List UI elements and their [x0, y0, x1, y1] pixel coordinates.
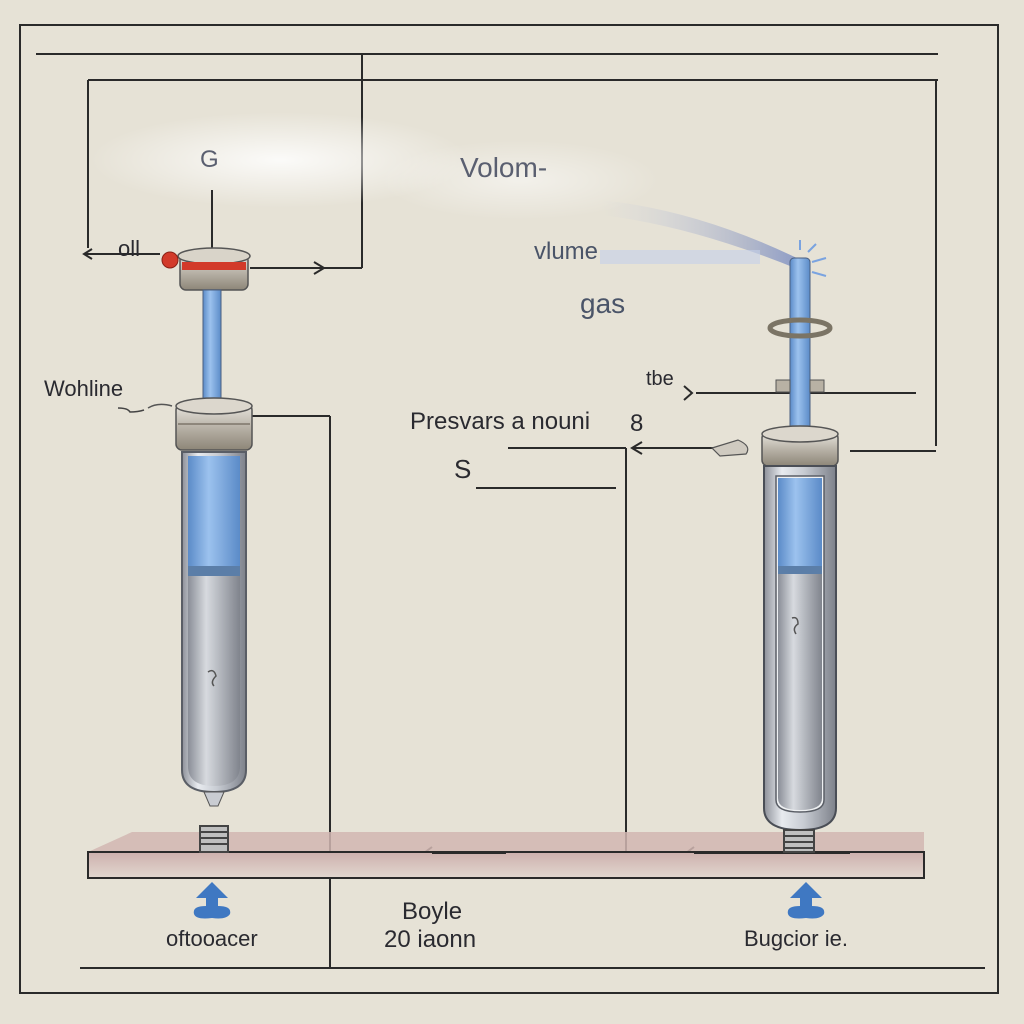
right-caption: Bugcior ie. — [744, 926, 848, 951]
left-caption: oftooacer — [166, 926, 258, 951]
label-boyle: Boyle — [402, 898, 463, 925]
tube-marks — [117, 403, 799, 687]
label-zoom: 20 iaonn — [384, 926, 477, 953]
left-apparatus — [161, 247, 253, 853]
arrowheads — [82, 248, 695, 860]
label-num8: 8 — [630, 410, 644, 437]
frame — [19, 24, 999, 994]
right-apparatus — [710, 240, 839, 853]
label-s: S — [454, 454, 472, 484]
gas-haze — [90, 112, 805, 270]
label-g: G — [200, 146, 219, 173]
left-up-arrow-icon — [193, 882, 231, 919]
label-oll: oll — [118, 236, 141, 261]
label-volom: Volom- — [460, 152, 548, 183]
label-vlume: vlume — [534, 238, 599, 265]
label-pressure: Presvars a nouni — [410, 408, 591, 435]
label-gas: gas — [580, 288, 626, 319]
right-spring — [783, 829, 815, 853]
right-collar — [761, 425, 839, 467]
base-platform — [87, 832, 925, 879]
left-top-cap — [161, 247, 251, 291]
left-spring — [199, 825, 229, 853]
label-wohline: Wohline — [44, 376, 124, 401]
glow-icon — [799, 240, 827, 277]
label-tbe: tbe — [646, 368, 674, 390]
right-up-arrow-icon — [787, 882, 825, 919]
left-collar — [175, 397, 253, 451]
